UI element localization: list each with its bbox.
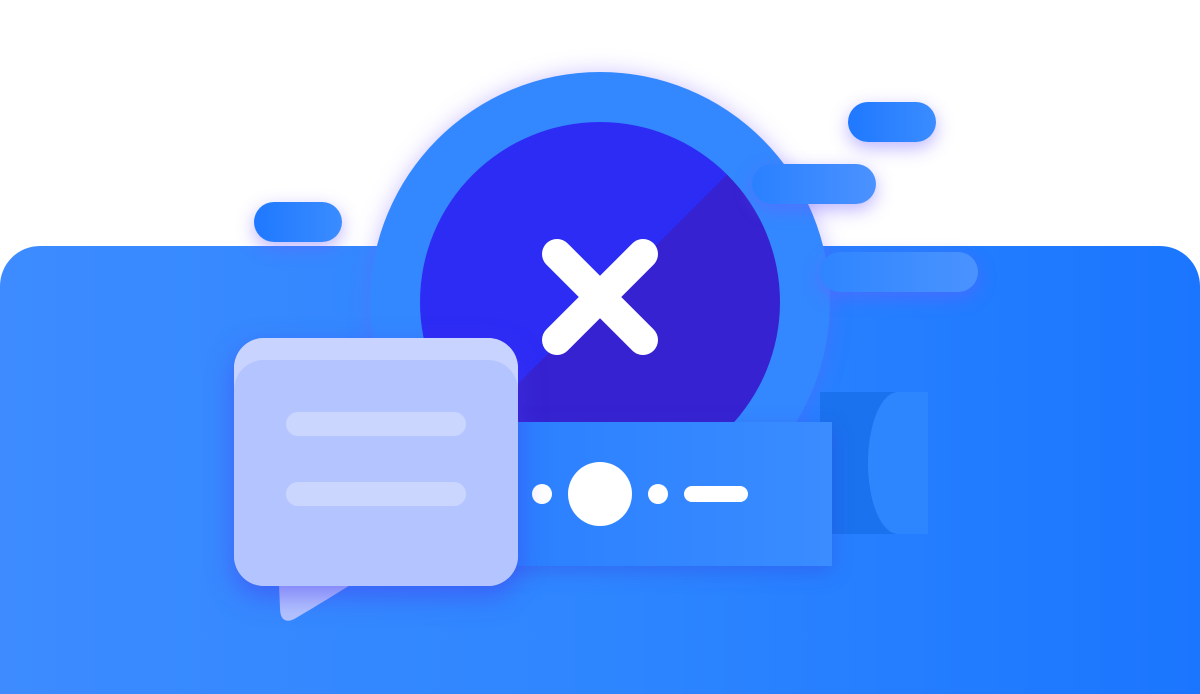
close-icon <box>542 239 658 355</box>
banner-dot-small-right <box>648 484 668 504</box>
decorative-pill-mid-right <box>752 164 876 204</box>
banner-notch <box>868 392 928 534</box>
banner-dot-small-left <box>532 484 552 504</box>
decorative-pill-left <box>254 202 342 242</box>
banner-dot-large <box>568 462 632 526</box>
decorative-pill-lower-right <box>820 252 978 292</box>
chat-line-2 <box>286 482 466 506</box>
decorative-pill-top-right <box>848 102 936 142</box>
chat-bubble-body <box>234 360 518 586</box>
chat-line-1 <box>286 412 466 436</box>
banner-dash <box>684 486 748 502</box>
